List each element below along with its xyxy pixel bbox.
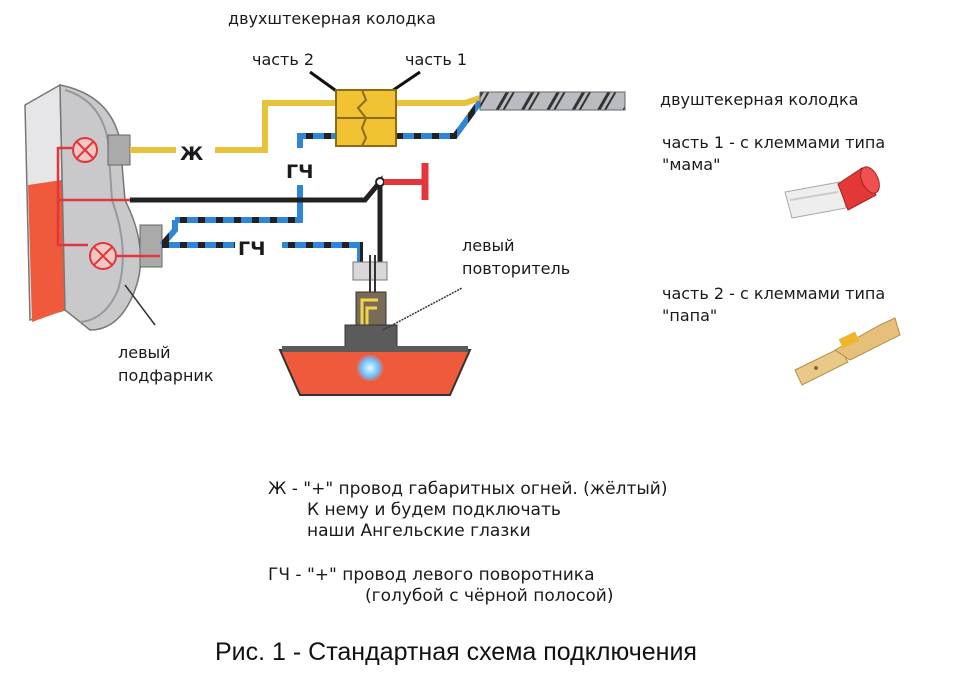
part1-description: часть 1 - с клеммами типа [662, 133, 885, 152]
blue-black-wire-upper [175, 100, 483, 223]
repeater-label-line1: левый [462, 236, 515, 255]
blue-black-wire-lower [159, 220, 363, 262]
wire-label-blue-black-lower: ГЧ [238, 238, 265, 260]
part2-type: "папа" [662, 306, 717, 325]
male-terminal-icon [794, 317, 901, 386]
figure-caption: Рис. 1 - Стандартная схема подключения [215, 638, 697, 666]
yellow-wire [130, 95, 481, 153]
left-turn-repeater [278, 255, 472, 396]
female-terminal-icon [784, 166, 880, 219]
turn-bulb-icon [89, 242, 117, 270]
side-panel-heading: двуштекерная колодка [660, 90, 858, 109]
legend-yellow-line2: К нему и будем подключать [307, 500, 561, 520]
repeater-bulb-icon [356, 354, 384, 382]
part1-type: "мама" [662, 155, 720, 174]
parking-bulb-icon [72, 137, 98, 163]
headlight-label-line2: подфарник [118, 366, 214, 385]
repeater-label-line2: повторитель [462, 259, 570, 278]
wire-harness [479, 91, 626, 111]
legend-blue-line2: (голубой с чёрной полосой) [365, 586, 613, 606]
ground-wire [130, 175, 383, 262]
connector-part2-label: часть 2 [252, 50, 314, 69]
wire-label-blue-black-upper: ГЧ [286, 161, 313, 183]
headlight-pointer [124, 284, 156, 326]
left-parking-light [24, 83, 163, 331]
part2-description: часть 2 - с клеммами типа [662, 284, 885, 303]
legend-yellow-line3: наши Ангельские глазки [307, 521, 531, 541]
ground-junction [375, 177, 385, 187]
two-pin-connector [335, 89, 397, 147]
connector-title: двухштекерная колодка [228, 9, 436, 28]
connector-part1-label: часть 1 [405, 50, 467, 69]
legend-blue-line1: ГЧ - "+" провод левого поворотника [268, 565, 595, 585]
wire-label-yellow: Ж [180, 143, 203, 165]
headlight-label-line1: левый [118, 343, 171, 362]
repeater-pointer [382, 287, 463, 331]
legend-yellow-line1: Ж - "+" провод габаритных огней. (жёлтый… [268, 479, 667, 499]
